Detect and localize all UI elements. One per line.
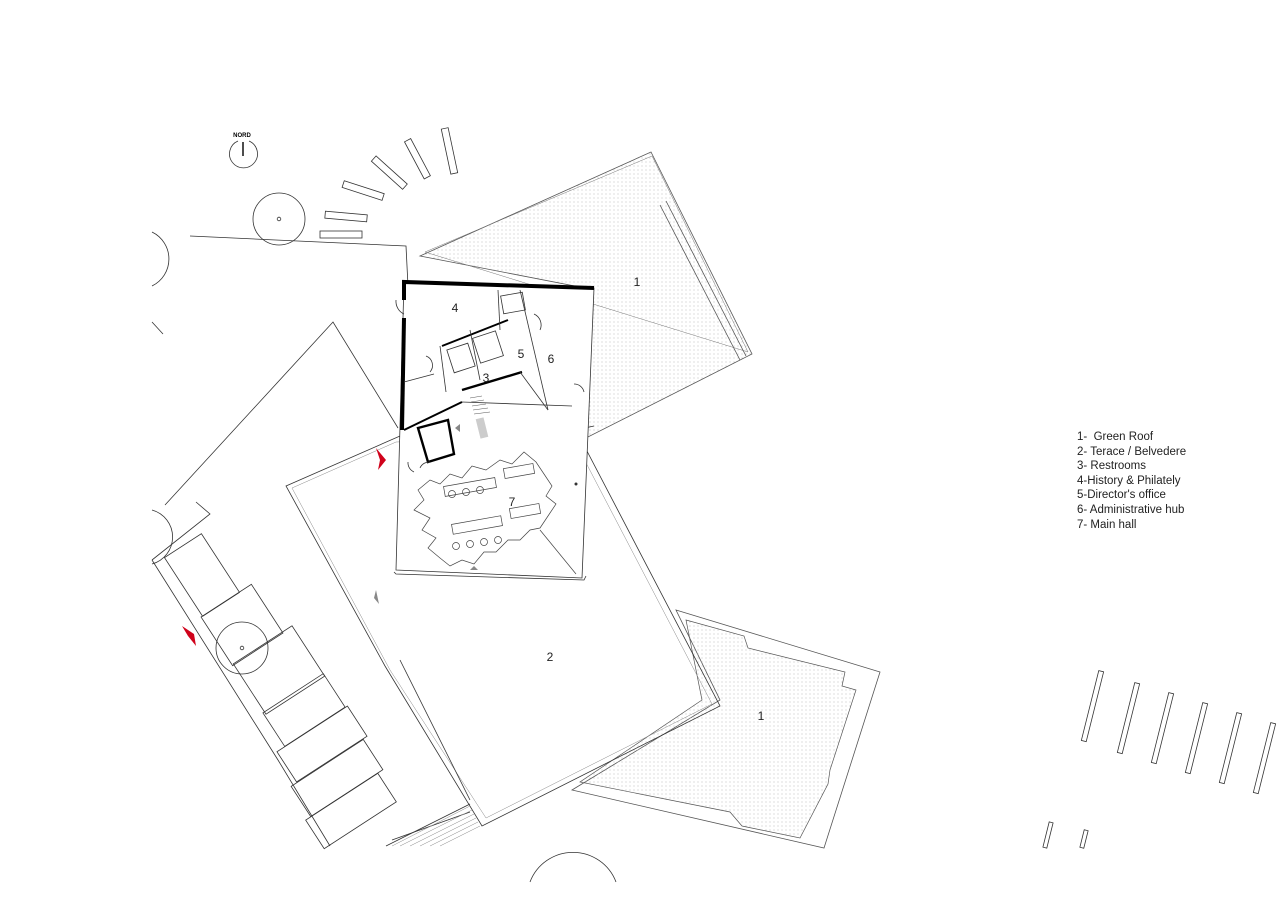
entrance-markers	[182, 448, 386, 646]
radial-benches	[319, 127, 459, 239]
green-roof-lower	[570, 609, 881, 849]
legend-item-restrooms: 3- Restrooms	[1077, 460, 1147, 473]
legend-item-terrace: 2- Terace / Belvedere	[1077, 445, 1187, 458]
legend: 1- Green Roof 2- Terace / Belvedere 3- R…	[1077, 430, 1186, 532]
north-arrow: NORD	[229, 133, 258, 169]
label-terrace: 2	[547, 650, 554, 664]
legend-item-director: 5-Director's office	[1077, 489, 1166, 502]
room-labels: 1 4 5 6 3 7 2 1	[452, 275, 765, 723]
label-director: 5	[518, 347, 525, 361]
label-admin: 6	[548, 352, 555, 366]
parking-stripes	[1042, 670, 1277, 849]
site-edges	[151, 235, 481, 850]
label-green-roof-lower: 1	[758, 709, 765, 723]
label-restrooms: 3	[483, 371, 490, 385]
site-circles	[151, 192, 617, 883]
legend-item-history: 4-History & Philately	[1077, 474, 1181, 487]
north-label: NORD	[233, 133, 251, 139]
legend-item-admin: 6- Administrative hub	[1077, 503, 1185, 516]
label-main-hall: 7	[509, 495, 516, 509]
building	[374, 279, 595, 604]
legend-item-green-roof: 1- Green Roof	[1077, 431, 1154, 443]
label-history: 4	[452, 301, 459, 315]
hall-furniture	[413, 451, 577, 575]
label-green-roof-upper: 1	[634, 275, 641, 289]
stairs	[469, 395, 491, 439]
legend-item-main-hall: 7- Main hall	[1077, 518, 1137, 531]
